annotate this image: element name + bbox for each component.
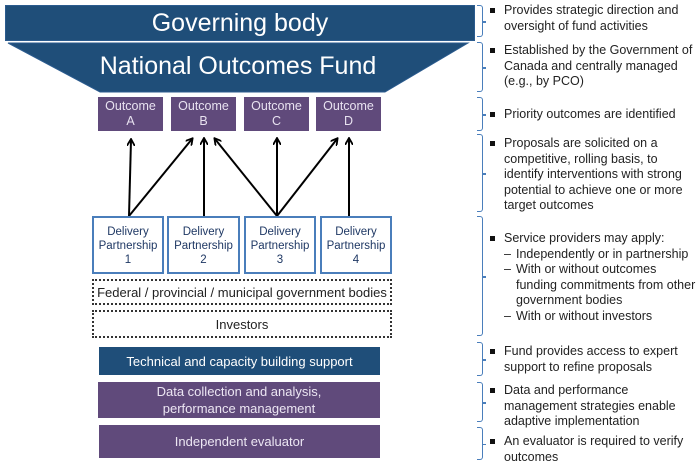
investors-label: Investors [215, 316, 269, 332]
bracket-evaluator [477, 427, 486, 460]
note-text: Data and performance management strategi… [504, 383, 676, 428]
subitem-text: With or without investors [516, 308, 653, 323]
bullet-icon [490, 349, 495, 354]
bracket-data [477, 382, 486, 422]
note-text: Provides strategic direction and oversig… [504, 3, 679, 33]
national-fund-label: National Outcomes Fund [99, 51, 377, 80]
partnership-label: Delivery [182, 226, 225, 238]
outcome-label: Outcome [323, 99, 374, 113]
note-fund: Established by the Government of Canada … [490, 43, 700, 90]
note-text: An evaluator is required to verify outco… [504, 434, 684, 464]
partnership-number: 1 [124, 254, 132, 266]
note-governing: Provides strategic direction and oversig… [490, 3, 700, 34]
outcome-b: Outcome B [171, 97, 236, 131]
note-text: Service providers may apply: [504, 231, 665, 245]
technical-support-label: Technical and capacity building support [126, 353, 353, 369]
governing-body-box: Governing body [5, 5, 475, 41]
note-text: Fund provides access to expert support t… [504, 344, 678, 374]
national-fund-shape [7, 42, 470, 93]
partnership-label: Delivery [335, 226, 377, 238]
dash-icon: – [504, 308, 511, 323]
subitem-text: With or without outcomes funding commitm… [516, 262, 696, 307]
bullet-icon [490, 236, 495, 241]
arrow-p3-to-d [276, 139, 337, 217]
bullet-icon [490, 48, 495, 53]
note-subitem: –With or without investors [504, 309, 700, 325]
national-fund-box: National Outcomes Fund [8, 46, 468, 86]
arrow-p1-to-b [128, 139, 192, 217]
government-bodies-box: Federal / provincial / municipal governm… [92, 279, 392, 305]
note-text: Established by the Government of Canada … [504, 43, 693, 88]
bracket-outcomes [477, 97, 486, 131]
evaluator-box: Independent evaluator [99, 425, 380, 458]
note-subitem: –With or without outcomes funding commit… [504, 262, 700, 309]
bullet-icon [490, 112, 495, 117]
outcome-letter: A [126, 114, 135, 128]
subitem-text: Independently or in partnership [516, 246, 689, 261]
partnership-number: 4 [352, 254, 360, 266]
delivery-partnership-3: Delivery Partnership 3 [244, 216, 316, 274]
outcome-letter: D [343, 114, 354, 128]
outcome-label: Outcome [105, 99, 156, 113]
bullet-icon [490, 388, 495, 393]
note-subitem: –Independently or in partnership [504, 247, 700, 263]
outcome-a: Outcome A [98, 97, 163, 131]
delivery-partnership-4: Delivery Partnership 4 [320, 216, 392, 274]
investors-box: Investors [92, 310, 392, 338]
technical-support-box: Technical and capacity building support [99, 347, 380, 375]
note-technical: Fund provides access to expert support t… [490, 344, 700, 375]
partnership-number: 3 [276, 254, 284, 266]
bracket-partnerships [477, 216, 486, 336]
arrow-p3-to-b [215, 139, 278, 217]
outcome-d: Outcome D [316, 97, 381, 131]
bullet-icon [490, 8, 495, 13]
dash-icon: – [504, 246, 511, 261]
outcome-letter: C [271, 114, 282, 128]
governing-body-label: Governing body [151, 8, 329, 37]
partnership-label: Partnership [250, 240, 310, 252]
outcome-label: Outcome [251, 99, 302, 113]
dash-icon: – [504, 262, 511, 276]
partnership-number: 2 [200, 254, 207, 266]
data-collection-box: Data collection and analysis, performanc… [98, 382, 380, 418]
outcome-c: Outcome C [244, 97, 309, 131]
bracket-proposals [477, 134, 486, 212]
bullet-icon [490, 439, 495, 444]
bracket-technical [477, 342, 486, 376]
outcome-label: Outcome [178, 99, 229, 113]
bullet-icon [490, 141, 495, 146]
outcome-letter: B [199, 114, 208, 128]
note-service-providers: Service providers may apply: –Independen… [490, 231, 700, 324]
data-collection-label: performance management [162, 401, 316, 416]
data-collection-label: Data collection and analysis, [156, 384, 322, 399]
partnership-label: Delivery [259, 226, 301, 238]
arrow-p1-to-a [129, 140, 131, 217]
note-evaluator: An evaluator is required to verify outco… [490, 434, 700, 465]
note-data: Data and performance management strategi… [490, 383, 700, 430]
partnership-label: Delivery [107, 226, 149, 238]
bracket-governing [477, 5, 486, 37]
note-text: Proposals are solicited on a competitive… [504, 136, 683, 212]
note-outcomes: Priority outcomes are identified [490, 107, 700, 123]
note-text: Priority outcomes are identified [504, 107, 676, 121]
partnership-label: Partnership [174, 240, 233, 252]
delivery-partnership-2: Delivery Partnership 2 [167, 216, 240, 274]
bracket-fund [477, 42, 486, 92]
note-proposals: Proposals are solicited on a competitive… [490, 136, 700, 214]
partnership-label: Partnership [98, 240, 158, 252]
government-bodies-label: Federal / provincial / municipal governm… [97, 284, 387, 300]
partnership-label: Partnership [326, 240, 386, 252]
delivery-partnership-1: Delivery Partnership 1 [92, 216, 164, 274]
evaluator-label: Independent evaluator [174, 434, 305, 449]
